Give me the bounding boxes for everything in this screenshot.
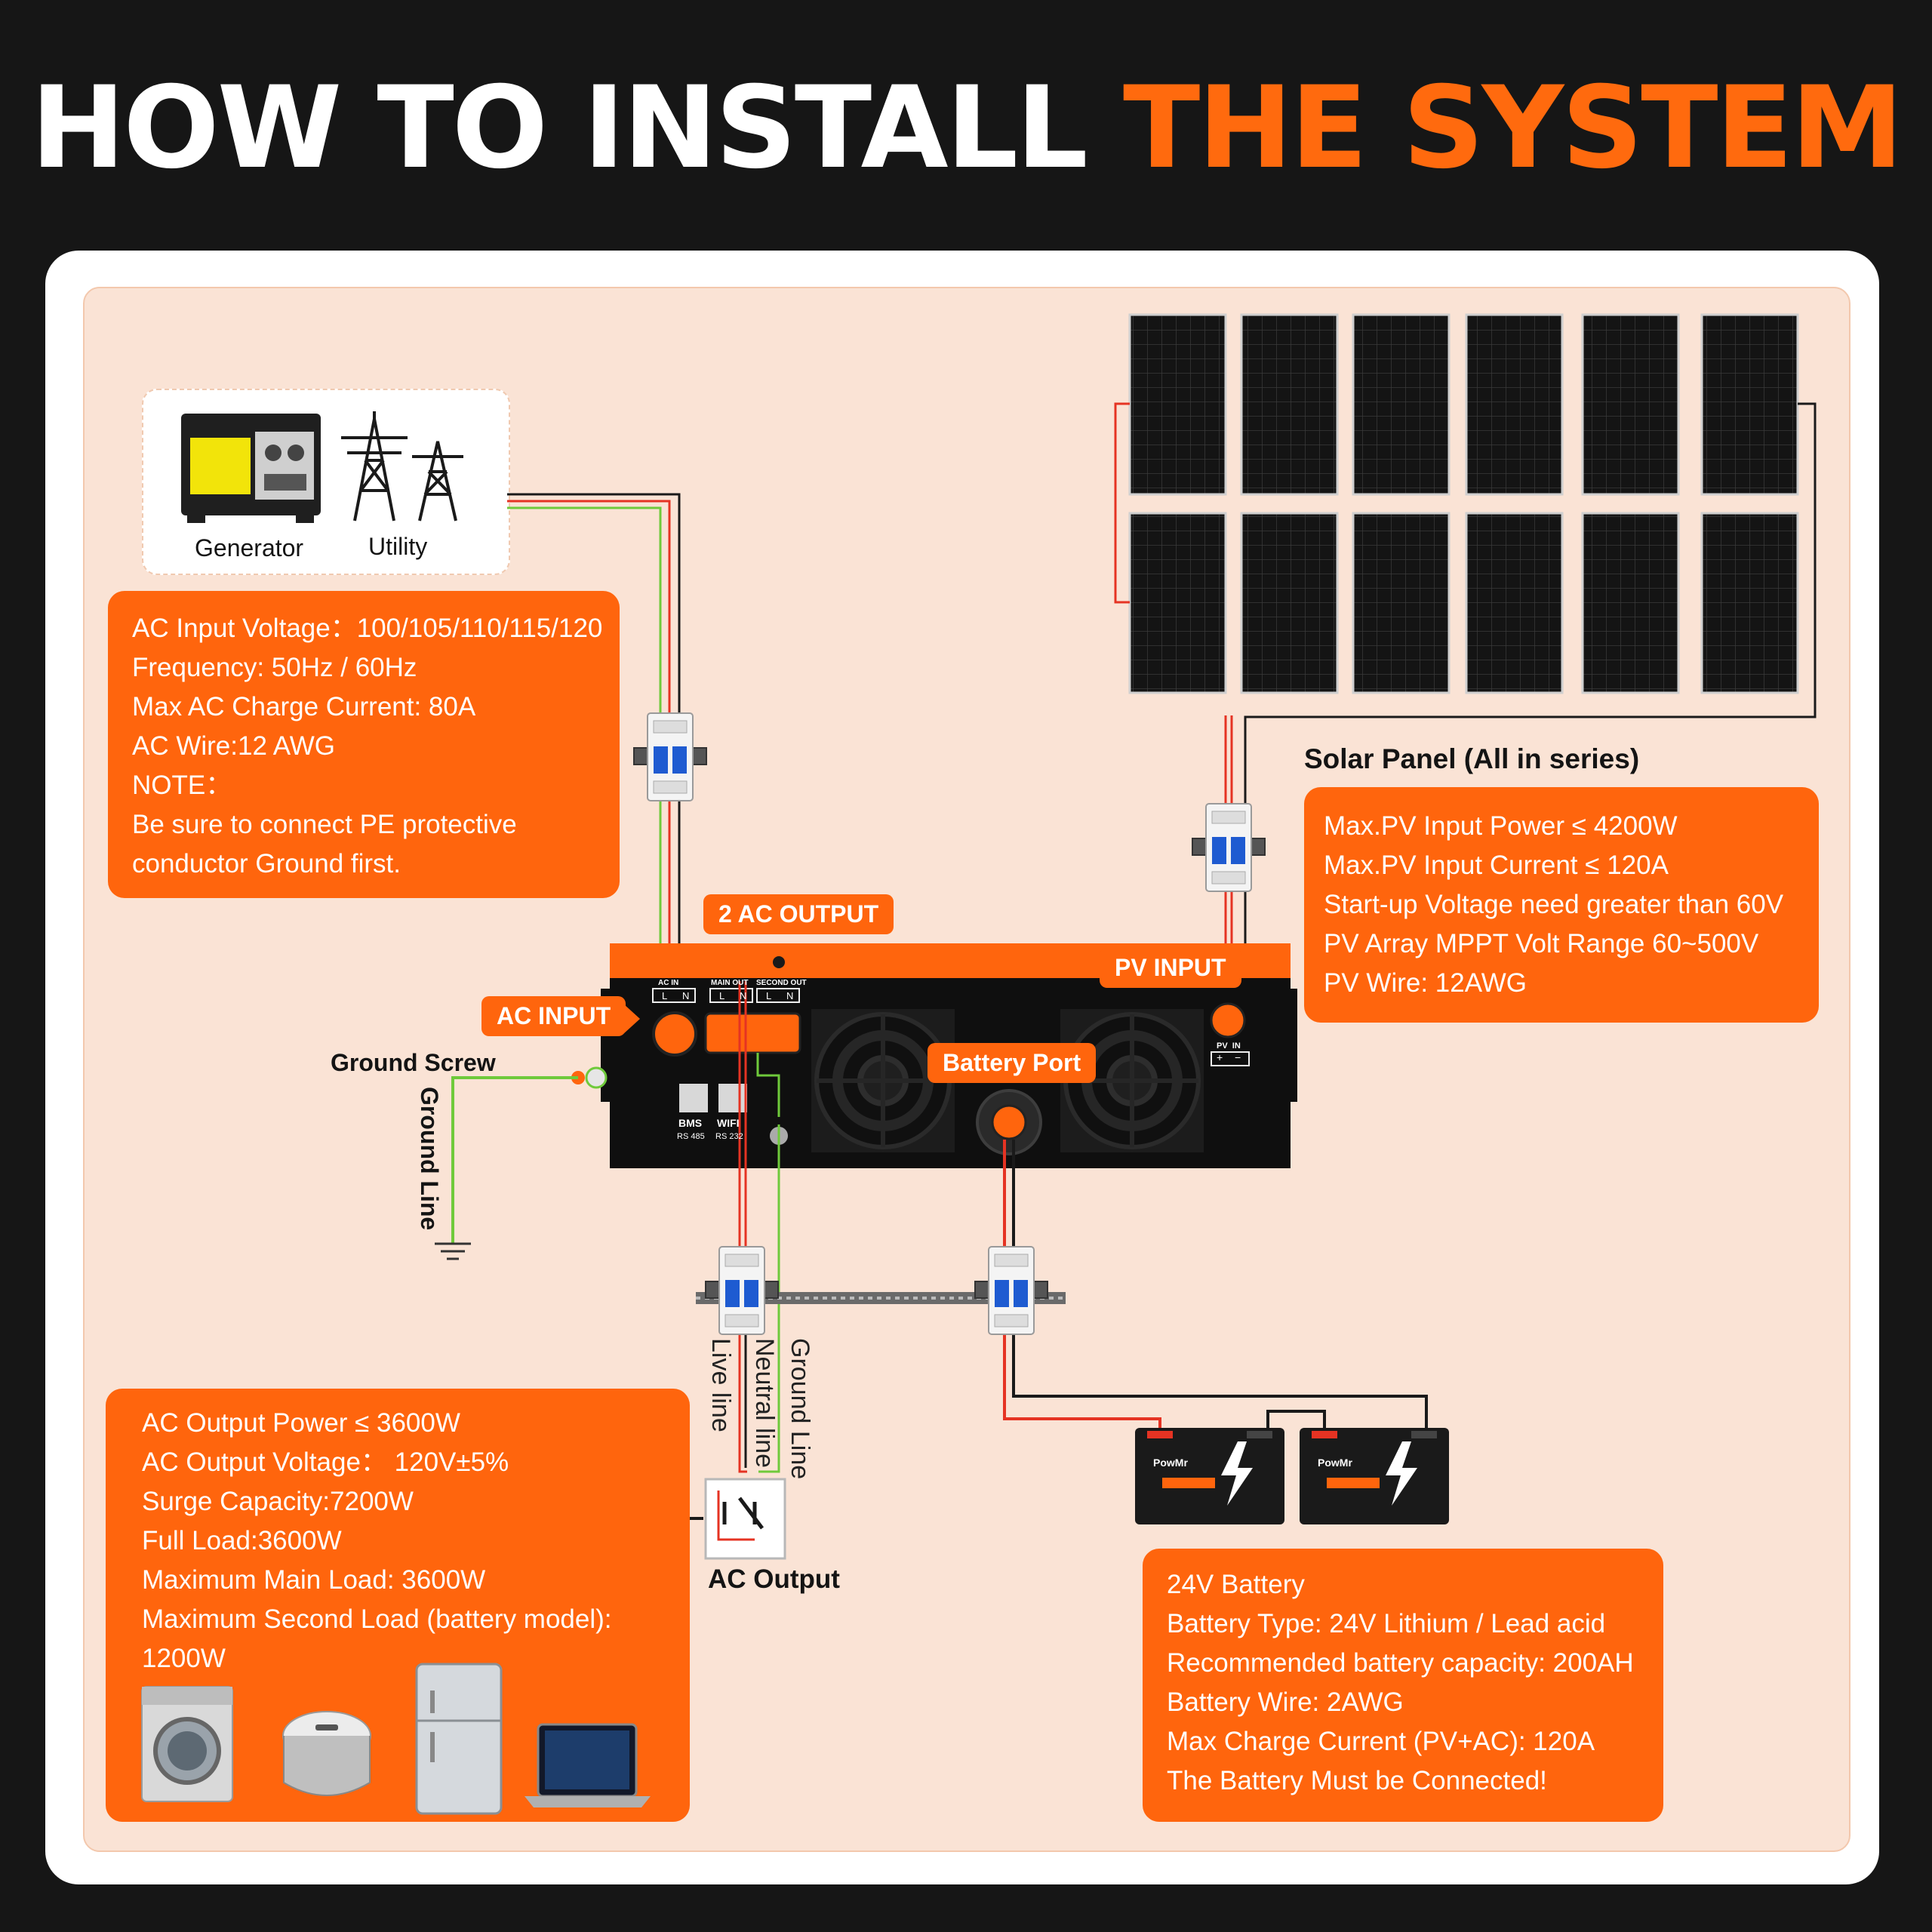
battery-brand-label: PowMr bbox=[1153, 1457, 1188, 1469]
battery-spec-line: The Battery Must be Connected! bbox=[1167, 1766, 1547, 1795]
battery-breaker bbox=[974, 1246, 1048, 1335]
pv-breaker bbox=[1192, 803, 1266, 892]
ac-input-spec-line: Frequency: 50Hz / 60Hz bbox=[132, 653, 417, 682]
battery-brand-label: PowMr bbox=[1318, 1457, 1352, 1469]
ac-input-spec-line: AC Wire:12 AWG bbox=[132, 731, 336, 761]
ac-input-spec-line: NOTE： bbox=[132, 771, 232, 800]
ac-output-spec-box: AC Output Power ≤ 3600W AC Output Voltag… bbox=[106, 1389, 690, 1822]
ac-output-spec-line: Maximum Second Load (battery model): bbox=[142, 1604, 612, 1634]
ac-input-spec-line: AC Input Voltage：100/105/110/115/120 bbox=[132, 614, 603, 643]
port-l-label: L bbox=[719, 990, 725, 1001]
ac-output-spec-line: Full Load:3600W bbox=[142, 1526, 342, 1555]
port-ac-in-label: AC IN bbox=[658, 979, 679, 987]
generator-icon bbox=[181, 414, 321, 523]
port-second-out-label: SECOND OUT bbox=[756, 979, 807, 987]
solar-spec-line: PV Wire: 12AWG bbox=[1324, 968, 1527, 998]
utility-pylon-icon bbox=[341, 411, 463, 521]
port-rs232-label: RS 232 bbox=[715, 1132, 743, 1141]
port-rs485-label: RS 485 bbox=[677, 1132, 705, 1141]
ac-input-breaker bbox=[633, 712, 707, 801]
port-l-label: L bbox=[662, 990, 668, 1001]
neutral-line-label: Neutral line bbox=[750, 1338, 779, 1468]
battery-bank bbox=[1135, 1428, 1449, 1524]
pv-input-tag: PV INPUT bbox=[1100, 948, 1241, 988]
battery-spec-line: Max Charge Current (PV+AC): 120A bbox=[1167, 1727, 1595, 1756]
ac-output-spec-line: Maximum Main Load: 3600W bbox=[142, 1565, 486, 1595]
solar-spec-box: Max.PV Input Power ≤ 4200W Max.PV Input … bbox=[1304, 787, 1819, 1023]
battery-spec-heading: 24V Battery bbox=[1167, 1570, 1305, 1599]
battery-spec-line: Recommended battery capacity: 200AH bbox=[1167, 1648, 1634, 1678]
ac-output-breaker bbox=[705, 1246, 779, 1335]
solar-panel-heading: Solar Panel (All in series) bbox=[1304, 743, 1640, 774]
port-n-label: N bbox=[682, 990, 690, 1001]
live-line-label: Live line bbox=[706, 1338, 735, 1432]
ac-output-tag: 2 AC OUTPUT bbox=[703, 894, 894, 934]
ac-output-spec-line: AC Output Voltage： 120V±5% bbox=[142, 1447, 509, 1477]
ac-input-spec-box: AC Input Voltage：100/105/110/115/120 Fre… bbox=[108, 591, 620, 898]
ac-input-tag: AC INPUT bbox=[481, 996, 626, 1036]
port-main-out-label: MAIN OUT bbox=[711, 979, 749, 987]
page-title: HOW TO INSTALL THE SYSTEM bbox=[30, 63, 1904, 194]
ground-line-label: Ground Line bbox=[416, 1087, 443, 1231]
port-n-label: N bbox=[740, 990, 747, 1001]
port-bms-label: BMS bbox=[678, 1117, 703, 1129]
generator-label: Generator bbox=[195, 534, 304, 561]
port-n-label: N bbox=[786, 990, 794, 1001]
solar-spec-line: PV Array MPPT Volt Range 60~500V bbox=[1324, 929, 1759, 958]
utility-label: Utility bbox=[368, 533, 428, 560]
port-wifi-label: WIFI bbox=[717, 1117, 740, 1129]
battery-spec-line: Battery Wire: 2AWG bbox=[1167, 1687, 1404, 1717]
ground-screw-label: Ground Screw bbox=[331, 1049, 496, 1076]
battery-spec-line: Battery Type: 24V Lithium / Lead acid bbox=[1167, 1609, 1606, 1638]
ac-input-spec-line: Be sure to connect PE protective bbox=[132, 810, 517, 839]
solar-spec-line: Start-up Voltage need greater than 60V bbox=[1324, 890, 1784, 919]
ac-output-label: AC Output bbox=[708, 1564, 840, 1594]
ac-input-arrow bbox=[623, 1004, 640, 1034]
solar-panel-array bbox=[1128, 313, 1799, 694]
solar-spec-line: Max.PV Input Power ≤ 4200W bbox=[1324, 811, 1678, 841]
port-l-label: L bbox=[766, 990, 772, 1001]
ground-line-wire-label: Ground Line bbox=[786, 1338, 814, 1480]
battery-spec-box: 24V Battery Battery Type: 24V Lithium / … bbox=[1143, 1549, 1663, 1822]
ac-output-spec-line: 1200W bbox=[142, 1644, 226, 1673]
ac-input-spec-line: conductor Ground first. bbox=[132, 849, 401, 878]
solar-spec-line: Max.PV Input Current ≤ 120A bbox=[1324, 851, 1669, 880]
ac-input-spec-line: Max AC Charge Current: 80A bbox=[132, 692, 476, 721]
battery-port-tag: Battery Port bbox=[928, 1043, 1097, 1083]
ac-output-spec-line: AC Output Power ≤ 3600W bbox=[142, 1408, 460, 1438]
port-minus-label: − bbox=[1235, 1051, 1241, 1063]
port-pv-in-label: PV IN bbox=[1217, 1041, 1241, 1051]
ac-output-spec-line: Surge Capacity:7200W bbox=[142, 1487, 414, 1516]
port-plus-label: + bbox=[1217, 1051, 1223, 1063]
